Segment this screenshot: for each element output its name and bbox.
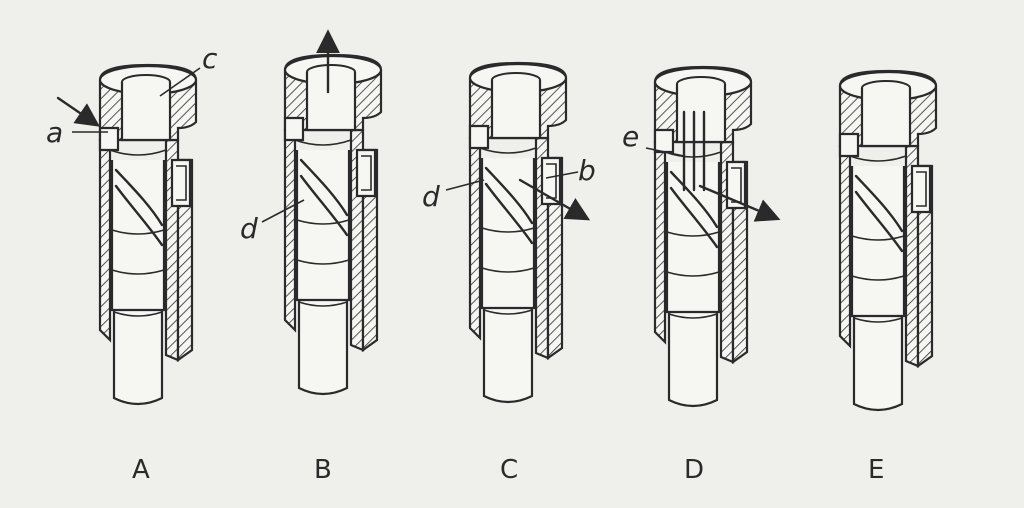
panel-label-B: B	[314, 455, 332, 485]
panel-label-A: A	[132, 455, 150, 485]
spill-arrow-D	[698, 184, 781, 222]
leader-e	[645, 147, 685, 157]
panel-A: a c A	[46, 42, 218, 485]
pump-E	[838, 69, 938, 412]
callout-e: e	[622, 120, 639, 153]
panel-E: E	[838, 69, 938, 485]
panel-C: d b C	[422, 61, 596, 485]
callout-a: a	[46, 116, 63, 149]
panel-label-E: E	[868, 455, 884, 485]
leader-d-B	[261, 199, 305, 223]
leader-d-C	[445, 179, 485, 191]
callout-b: b	[578, 154, 596, 187]
panel-D: e D	[622, 65, 781, 485]
panel-label-C: C	[500, 455, 518, 485]
pump-B	[283, 53, 383, 396]
spill-arrow-C	[518, 178, 591, 221]
callout-d: d	[422, 180, 440, 213]
leader-c	[159, 67, 201, 97]
panel-label-D: D	[684, 455, 704, 485]
pump-C	[468, 61, 568, 404]
inlet-arrow	[56, 96, 100, 127]
pump-A	[98, 63, 198, 406]
callout-c: c	[202, 42, 218, 75]
leader-b	[545, 171, 579, 179]
callout-d: d	[240, 212, 258, 245]
panel-B: d B	[240, 29, 383, 485]
vertical-channel	[682, 110, 706, 192]
